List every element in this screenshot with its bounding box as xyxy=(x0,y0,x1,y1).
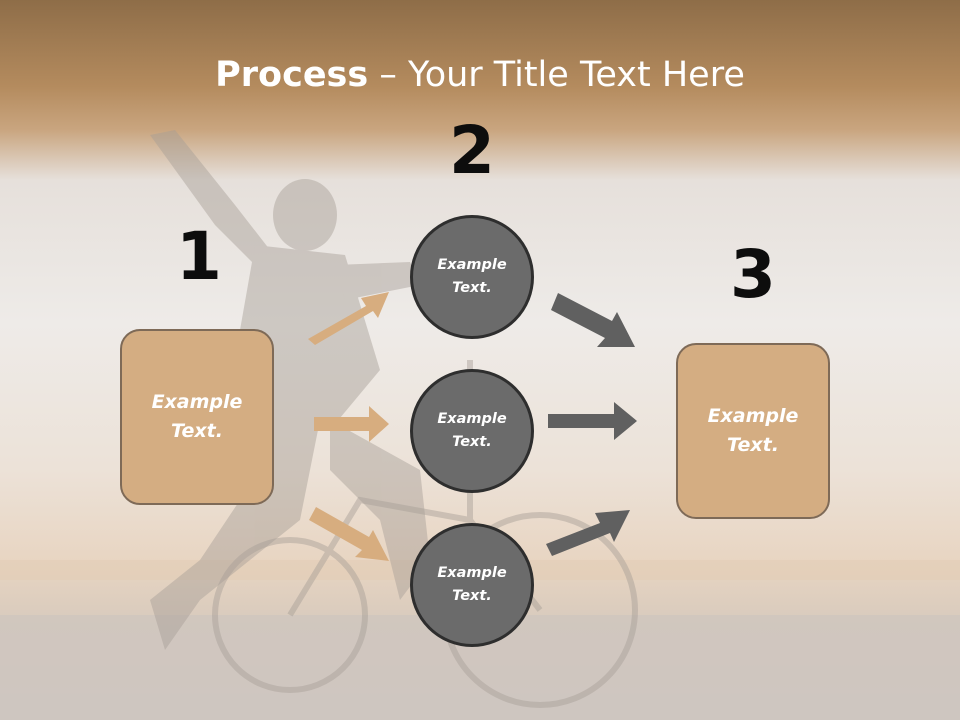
step-number-2: 2 xyxy=(449,112,495,189)
arrow-1-to-bottom-icon xyxy=(309,507,389,561)
arrow-bottom-to-3-icon xyxy=(546,510,630,556)
arrow-1-to-top-icon xyxy=(308,292,389,345)
title-rest: – Your Title Text Here xyxy=(368,55,745,95)
step-number-3: 3 xyxy=(730,236,776,313)
arrow-1-to-middle-icon xyxy=(314,406,389,442)
step-number-1: 1 xyxy=(176,218,222,295)
arrow-middle-to-3-icon xyxy=(548,402,637,440)
title-bold: Process xyxy=(215,55,369,95)
slide-title: Process – Your Title Text Here xyxy=(0,52,960,98)
arrow-top-to-3-icon xyxy=(551,293,635,347)
